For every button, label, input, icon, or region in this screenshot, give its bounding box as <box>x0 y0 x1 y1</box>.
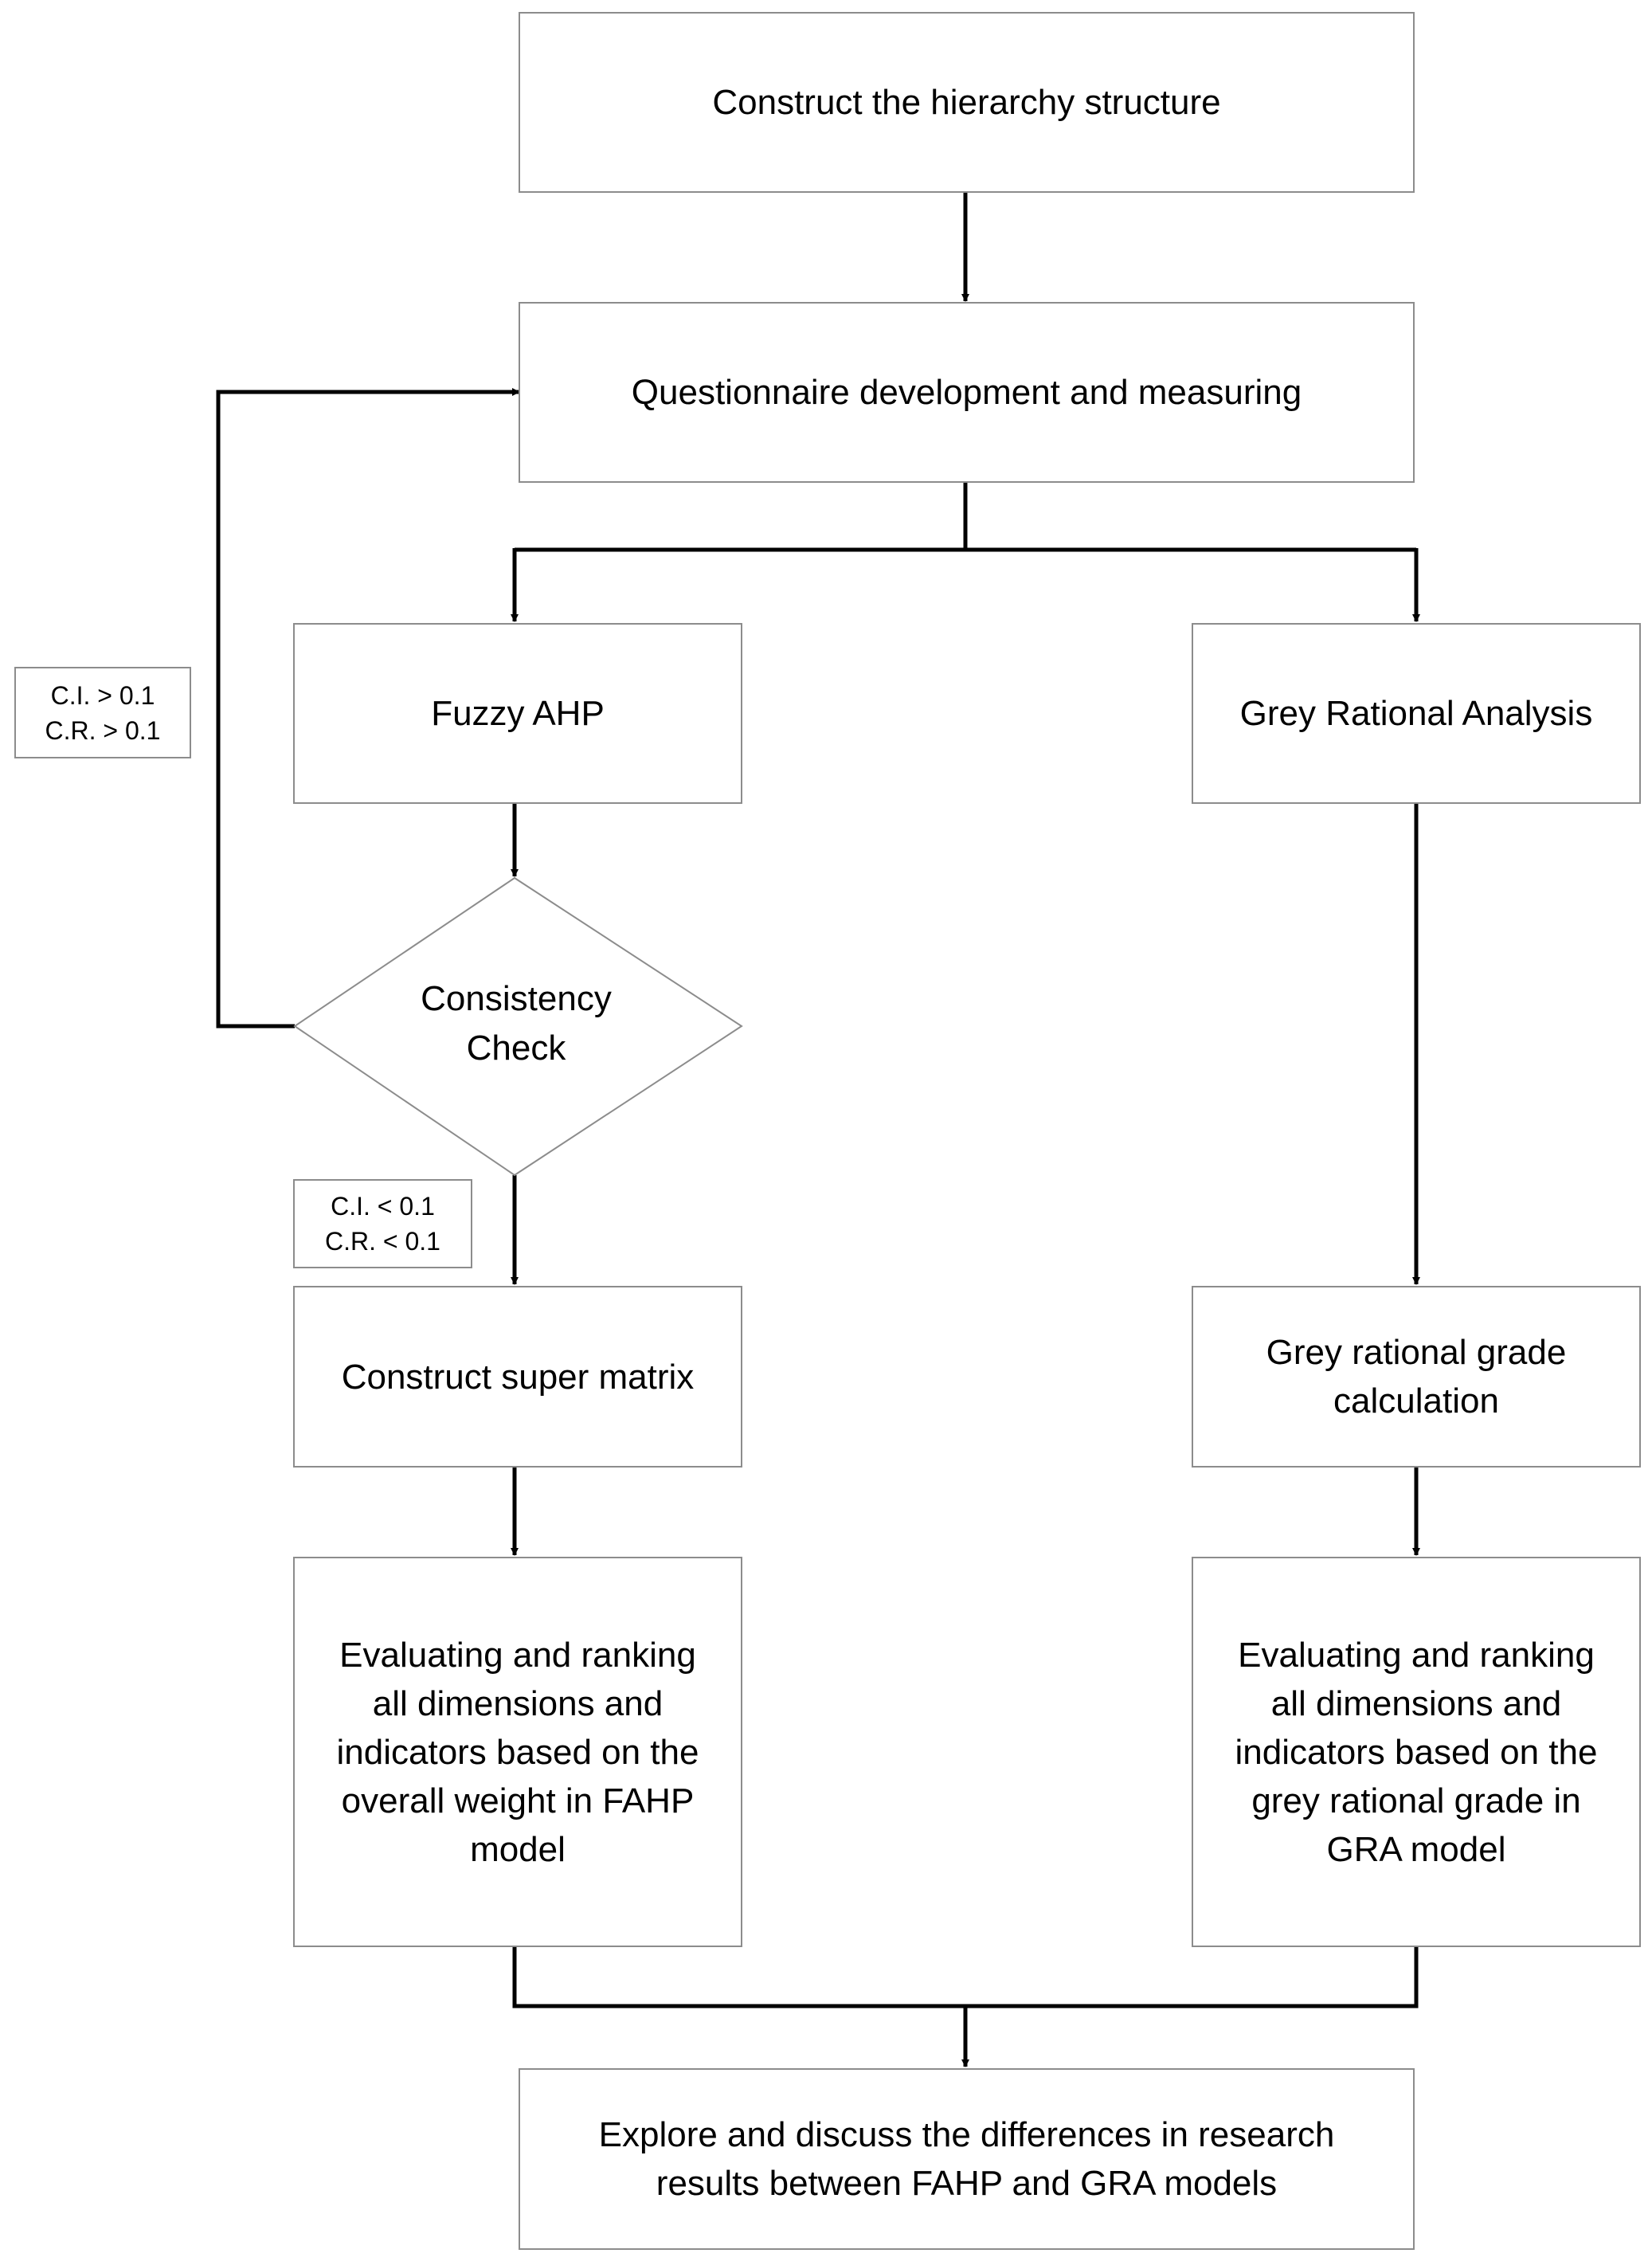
step-construct-super-matrix-label: Construct super matrix <box>341 1357 695 1397</box>
step-fuzzy-ahp-label: Fuzzy AHP <box>431 694 605 733</box>
step-fuzzy-ahp: Fuzzy AHP <box>293 623 742 804</box>
step-construct-super-matrix: Construct super matrix <box>293 1286 742 1468</box>
step-construct-hierarchy-label: Construct the hierarchy structure <box>712 83 1221 122</box>
step-construct-hierarchy: Construct the hierarchy structure <box>519 12 1415 193</box>
step-rank-gra-label: Evaluating and ranking all dimensions an… <box>1235 1635 1598 1869</box>
step-explore-differences-label: Explore and discuss the differences in r… <box>598 2115 1335 2203</box>
condition-pass-cr: C.R. < 0.1 <box>325 1227 440 1256</box>
step-grey-rational-analysis: Grey Rational Analysis <box>1192 623 1641 804</box>
condition-pass-ci: C.I. < 0.1 <box>331 1192 435 1221</box>
step-rank-fahp: Evaluating and ranking all dimensions an… <box>293 1557 742 1947</box>
consistency-check-diamond <box>293 876 743 1177</box>
step-rank-gra: Evaluating and ranking all dimensions an… <box>1192 1557 1641 1947</box>
connector-questionnaire-split <box>515 483 1416 552</box>
condition-fail-ci: C.I. > 0.1 <box>50 680 155 710</box>
consistency-check-label: Consistency Check <box>421 979 612 1068</box>
condition-pass-note: C.I. < 0.1 C.R. < 0.1 <box>293 1179 472 1268</box>
arrow-feedback-loop <box>216 388 520 1029</box>
step-questionnaire: Questionnaire development and measuring <box>519 302 1415 483</box>
step-grey-rational-grade-label: Grey rational grade calculation <box>1266 1333 1567 1421</box>
connector-merge <box>512 1947 1419 2008</box>
step-grey-rational-grade: Grey rational grade calculation <box>1192 1286 1641 1468</box>
step-explore-differences: Explore and discuss the differences in r… <box>519 2068 1415 2250</box>
step-rank-fahp-label: Evaluating and ranking all dimensions an… <box>336 1635 699 1869</box>
condition-fail-cr: C.R. > 0.1 <box>45 715 161 745</box>
step-grey-rational-analysis-label: Grey Rational Analysis <box>1239 694 1593 733</box>
step-questionnaire-label: Questionnaire development and measuring <box>631 373 1302 412</box>
condition-fail-note: C.I. > 0.1 C.R. > 0.1 <box>14 667 191 758</box>
